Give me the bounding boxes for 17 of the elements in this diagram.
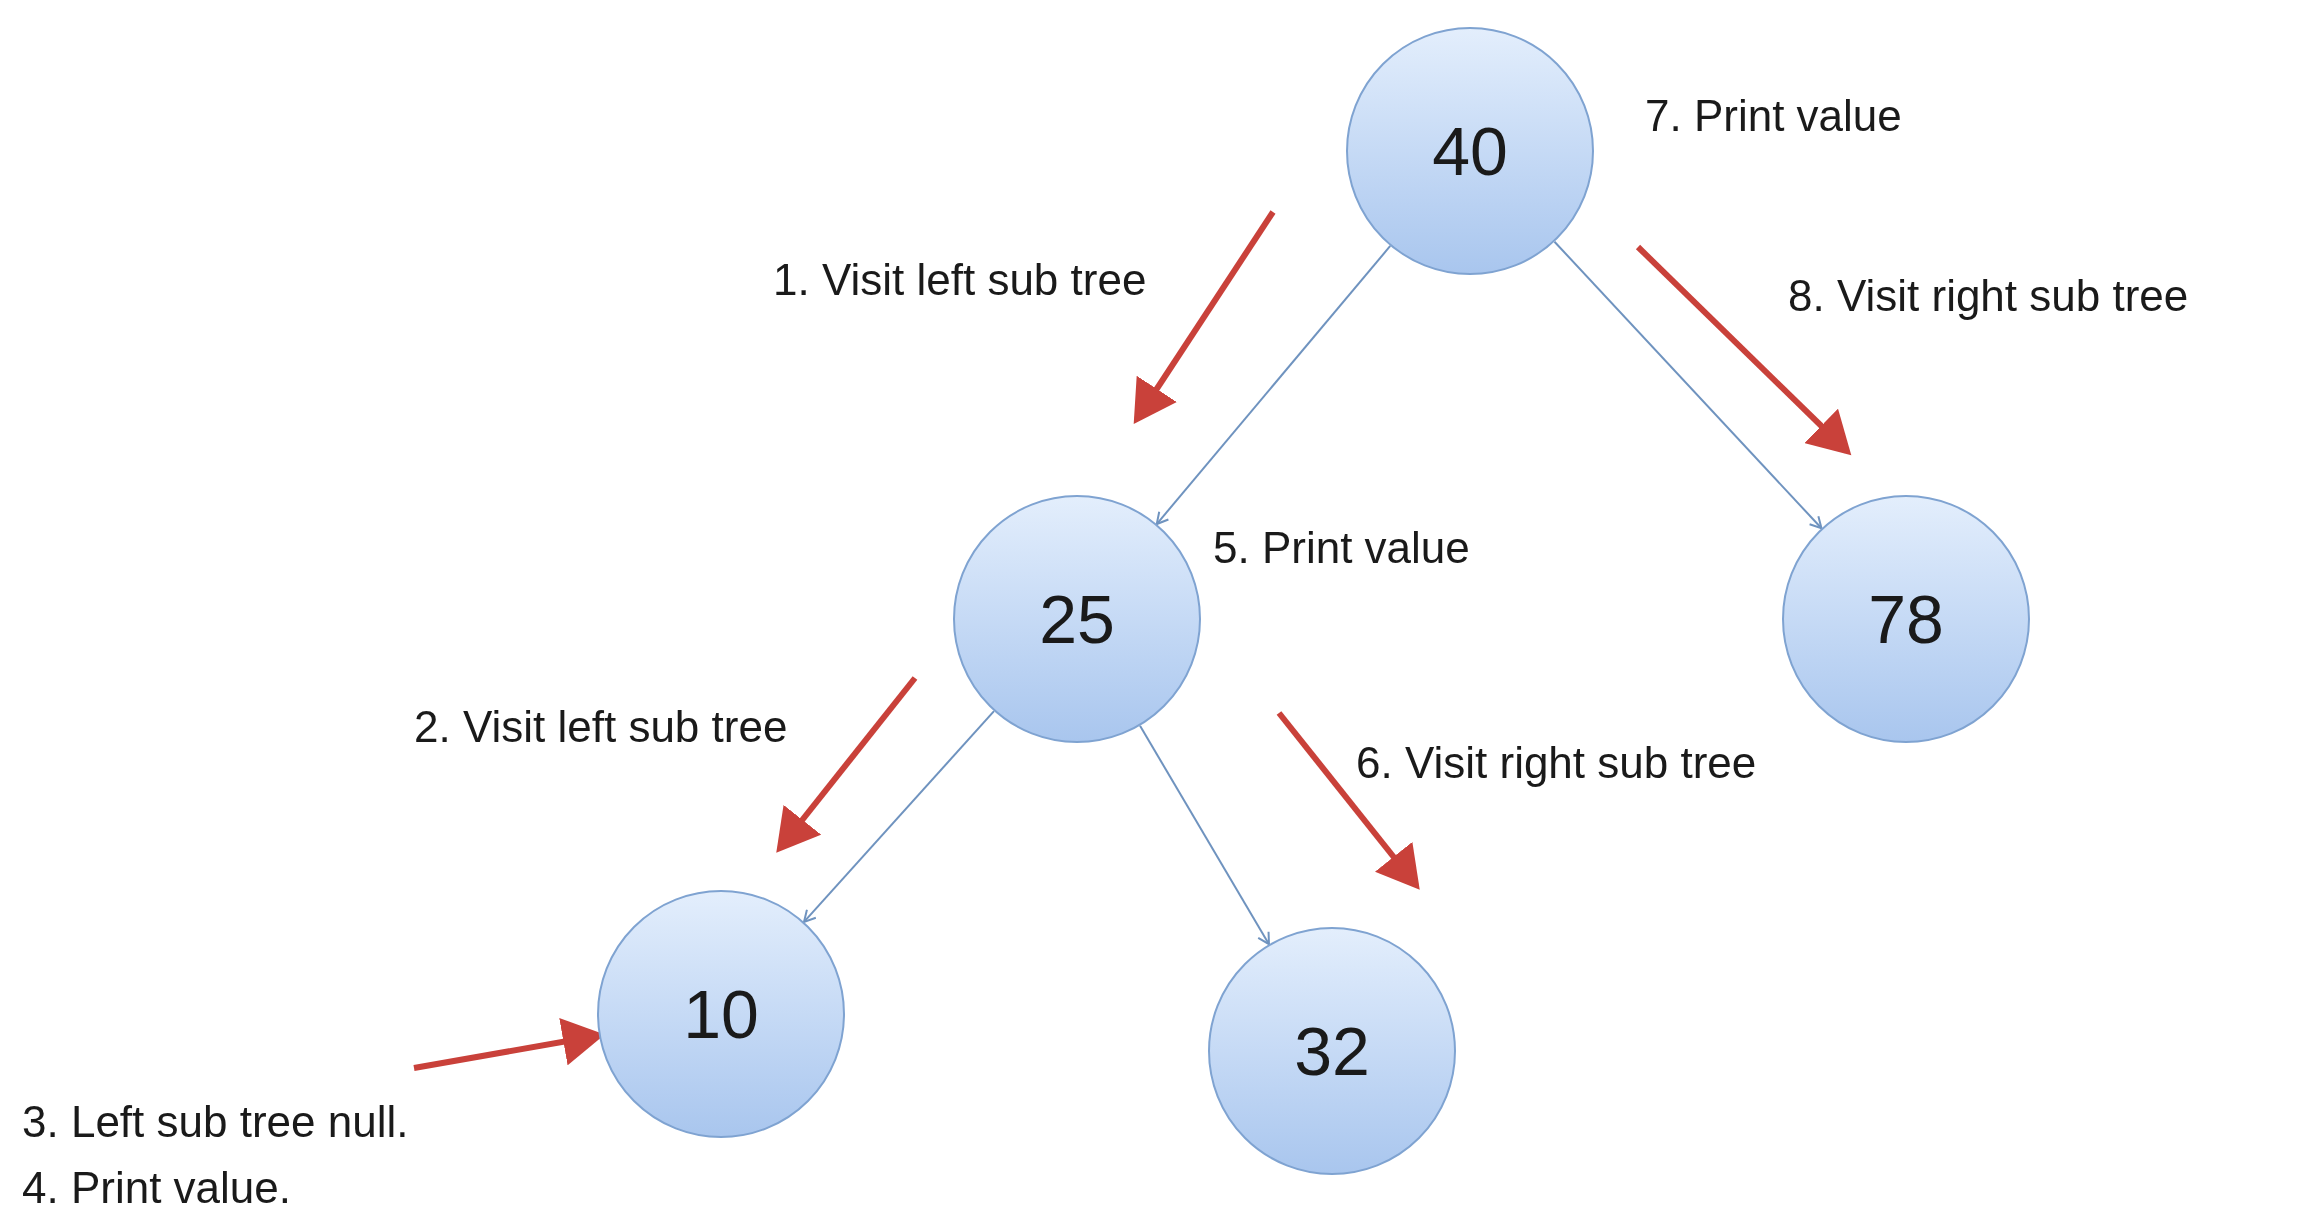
step-note: 4. Print value. xyxy=(22,1166,292,1210)
node-value: 10 xyxy=(683,980,759,1048)
arrow xyxy=(803,710,995,923)
step-note: 5. Print value xyxy=(1213,526,1470,570)
step-note: 8. Visit right sub tree xyxy=(1788,274,2189,318)
step-note: 2. Visit left sub tree xyxy=(414,705,788,749)
step-note: 3. Left sub tree null. xyxy=(22,1100,409,1144)
node-value: 78 xyxy=(1868,585,1944,653)
step-note: 1. Visit left sub tree xyxy=(773,258,1147,302)
step-note: 7. Print value xyxy=(1645,94,1902,138)
arrow xyxy=(1155,244,1392,526)
node-value: 40 xyxy=(1432,117,1508,185)
arrow xyxy=(1553,240,1823,530)
step-note: 6. Visit right sub tree xyxy=(1356,741,1757,785)
node-value: 32 xyxy=(1294,1017,1370,1085)
arrow xyxy=(1139,724,1270,946)
node-value: 25 xyxy=(1039,585,1115,653)
